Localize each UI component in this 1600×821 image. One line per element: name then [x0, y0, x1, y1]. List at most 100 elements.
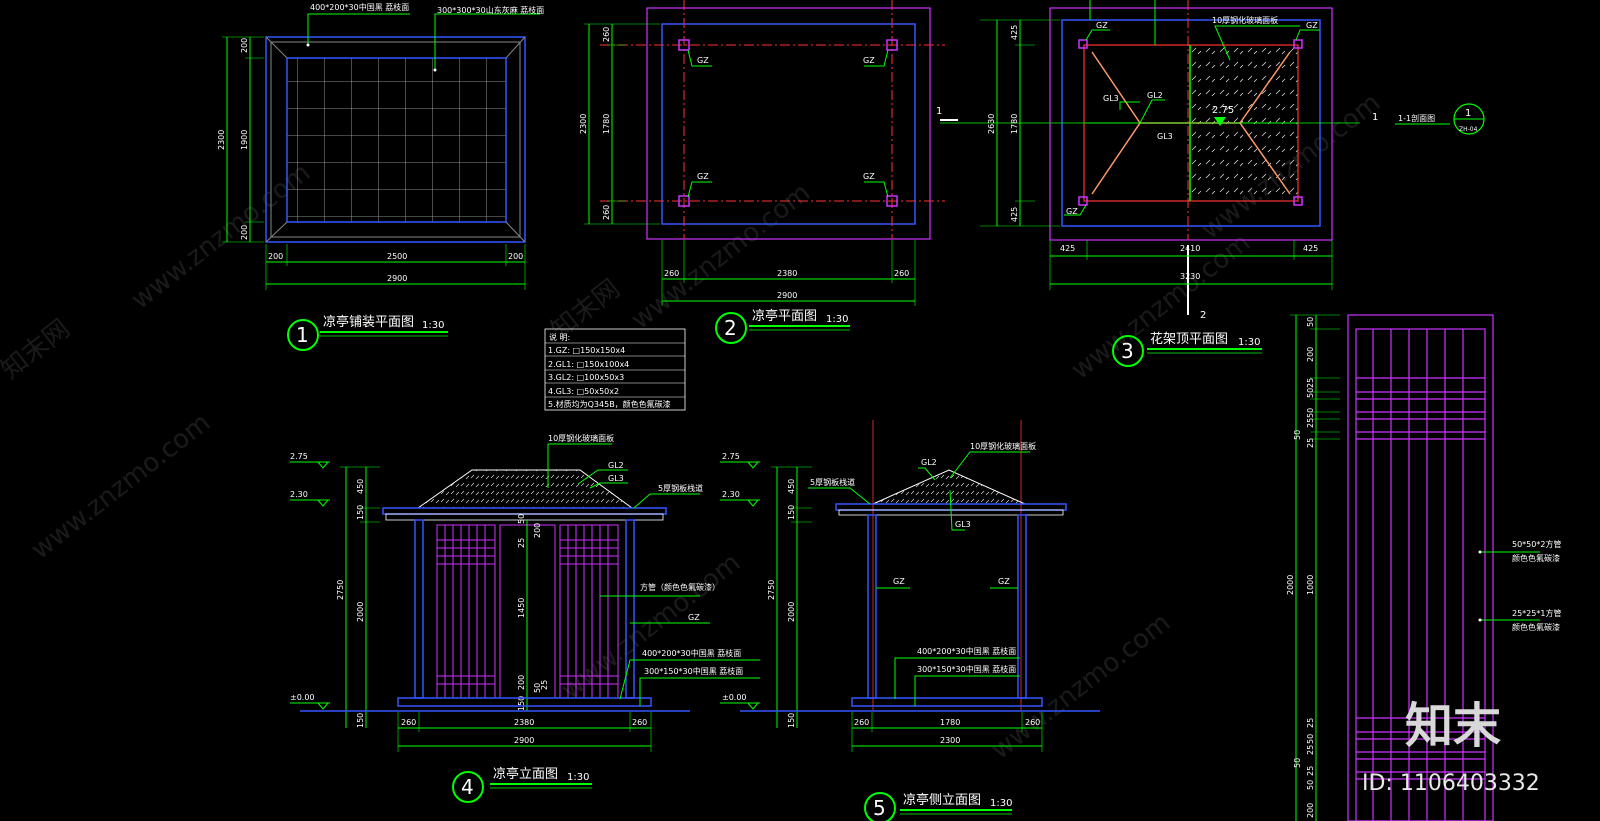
- glass-note: 10厚钢化玻璃面板: [970, 441, 1036, 451]
- title-circle: [287, 319, 319, 351]
- dim-mid: 200: [517, 675, 526, 690]
- dim-bottom: 2380: [777, 269, 797, 278]
- elevation-marker-icon: [1214, 117, 1226, 126]
- beam-label: GL3: [1103, 94, 1119, 103]
- dim-top: 50: [1306, 408, 1315, 418]
- dim-left: 425: [1010, 25, 1019, 40]
- drawing-number: 5: [873, 796, 886, 820]
- dim-left: 425: [1010, 207, 1019, 222]
- dim-bottom: 260: [894, 269, 909, 278]
- paving-note: 400*200*30中国黑 荔枝面: [917, 646, 1016, 656]
- drawing-roof-plan: GZ GZ GZ GL3 GL2 GL3 10厚钢化玻璃面板 2.75 1 1 …: [936, 0, 1485, 367]
- drawing-title: 花架顶平面图: [1150, 331, 1228, 347]
- notes-line: 2.GL1: □150x100x4: [548, 360, 629, 369]
- drawing-scale: 1:30: [990, 798, 1012, 809]
- dim-left: 1780: [602, 114, 611, 134]
- roof-outline: [1049, 7, 1333, 241]
- dim-left: 200: [240, 38, 249, 53]
- glass-note: 10厚钢化玻璃面板: [548, 433, 614, 443]
- dim-bottom-total: 2900: [777, 291, 797, 300]
- watermark-text: www.znzmo.com: [1066, 228, 1256, 386]
- dim-bottom: 260: [854, 718, 869, 727]
- roof-outline: [646, 7, 931, 240]
- dim-bottom: 50: [1306, 734, 1315, 744]
- column-label: GZ: [1306, 21, 1318, 30]
- section-mark: 2: [1200, 310, 1206, 321]
- dim-left: 150: [787, 713, 796, 728]
- drawing-number: 3: [1121, 339, 1134, 363]
- inner-paving-grid: [286, 57, 507, 223]
- watermark-text: www.znzmo.com: [986, 608, 1176, 766]
- dim-mid: 1450: [517, 598, 526, 618]
- dim-bottom-total: 2900: [387, 274, 407, 283]
- material-note: 25*25*1方管: [1512, 608, 1561, 618]
- dim-bottom-total: 2900: [514, 736, 534, 745]
- drawing-title: 凉亭侧立面图: [903, 792, 981, 808]
- notes-header: 说 明:: [549, 332, 570, 342]
- dim-mid: 50: [533, 683, 542, 693]
- dim-bottom: 260: [401, 718, 416, 727]
- drawing-number: 2: [724, 316, 737, 340]
- dim-mid: 50: [517, 514, 526, 524]
- dim-left: 1900: [240, 130, 249, 150]
- outer-slab: [265, 36, 526, 243]
- notes-line: 5.材质均为Q345B，颜色色氟碳漆: [548, 399, 671, 409]
- dim-left: 260: [602, 205, 611, 220]
- dim-mid: 25: [540, 680, 549, 690]
- dim-top: 25: [1306, 378, 1315, 388]
- drawing-number: 1: [296, 323, 309, 347]
- paving-note: 300*150*30中国黑 荔枝面: [644, 666, 743, 676]
- beam-label: GL2: [1147, 91, 1163, 100]
- roof-hatched: [416, 469, 634, 509]
- notes-line: 4.GL3: □50x50x2: [548, 387, 619, 396]
- dim-bottom: 25: [1306, 718, 1315, 728]
- drawing-front-elevation: 2.75 2.30 ±0.00 450 150 2750 2000 150: [290, 433, 760, 803]
- dim-mid: 1000: [1306, 575, 1315, 595]
- dim-bottom-total: 3230: [1180, 272, 1200, 281]
- material-note: 颜色色氟碳漆: [1512, 622, 1560, 632]
- section-mark: 1: [1372, 112, 1378, 123]
- roof-hatched: [872, 469, 1026, 505]
- title-circle: [864, 792, 896, 821]
- roof-elevation: 2.75: [1212, 105, 1234, 116]
- dim-left: 450: [787, 479, 796, 494]
- dim-bottom: 260: [1025, 718, 1040, 727]
- notes-line: 1.GZ: □150x150x4: [548, 346, 625, 355]
- paving-note: 400*200*30中国黑 荔枝面: [642, 648, 741, 658]
- level-mark: ±0.00: [722, 693, 747, 702]
- dim-bottom: 25: [1306, 766, 1315, 776]
- glass-note: 10厚钢化玻璃面板: [1212, 15, 1278, 25]
- material-note: 颜色色氟碳漆: [1512, 553, 1560, 563]
- title-circle: [1112, 335, 1144, 367]
- callout-paving-b: 300*300*30山东灰麻 荔枝面: [437, 5, 544, 15]
- watermark-layer: www.znzmo.com www.znzmo.com www.znzmo.co…: [0, 88, 1386, 766]
- dim-mid: 150: [517, 696, 526, 711]
- drawing-scale: 1:30: [1238, 337, 1260, 348]
- dim-bottom: 1780: [940, 718, 960, 727]
- column-label: GZ: [893, 577, 905, 586]
- dim-left-total: 2300: [579, 114, 588, 134]
- dim-top: 25: [1306, 418, 1315, 428]
- dim-bottom: 200: [508, 252, 523, 261]
- dim-top: 25: [1306, 438, 1315, 448]
- dim-left: 1780: [1010, 114, 1019, 134]
- dim-top: 50: [1293, 430, 1302, 440]
- level-mark: ±0.00: [290, 693, 315, 702]
- screen-note: 方管（颜色色氟碳漆）: [640, 582, 720, 592]
- level-mark: 2.30: [722, 490, 740, 499]
- column-label: GZ: [863, 56, 875, 65]
- drawing-pavilion-plan: GZ GZ GZ GZ 260 1780 260 2300 260 2380 2…: [579, 0, 945, 344]
- dim-left: 450: [356, 479, 365, 494]
- column-gz: [678, 39, 690, 51]
- dim-left: 150: [356, 505, 365, 520]
- title-circle: [715, 312, 747, 344]
- drawing-title: 凉亭铺装平面图: [323, 314, 414, 330]
- dim-overall: 2000: [1286, 575, 1295, 595]
- paving-note: 300*150*30中国黑 荔枝面: [917, 664, 1016, 674]
- asset-id: ID: 1106403332: [1362, 771, 1540, 796]
- dim-bottom: 200: [268, 252, 283, 261]
- dim-bottom: 50: [1306, 780, 1315, 790]
- dim-left-total: 2300: [217, 130, 226, 150]
- column-gz: [886, 39, 898, 51]
